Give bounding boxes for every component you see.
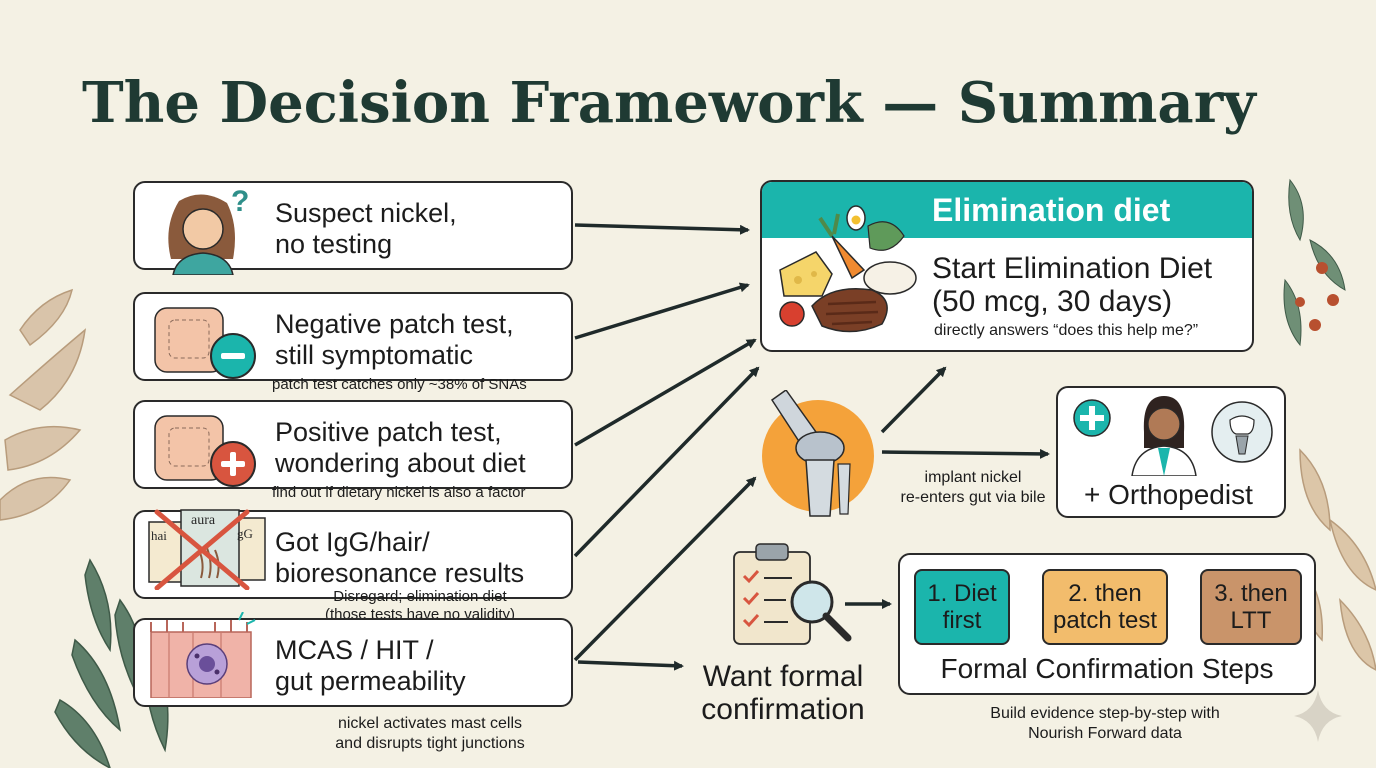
formal-confirmation-label: Want formal confirmation: [690, 660, 876, 726]
gut-cells-icon: [150, 612, 256, 698]
implant-note-line2: re-enters gut via bile: [900, 489, 1046, 506]
scenario-igg-results[interactable]: hai aura gG Got IgG/hair/ bioresonance r…: [133, 509, 573, 599]
elimination-line1: Start Elimination Diet: [932, 252, 1213, 285]
arrow-implant-to-orthopedist: [881, 448, 1050, 459]
step-2-line2: patch test: [1052, 607, 1158, 634]
minus-patch-icon: [154, 307, 256, 379]
scenario-4-note-line1: Disregard; elimination diet: [333, 588, 507, 605]
step-3-line2: LTT: [1230, 607, 1272, 634]
elimination-title: Start Elimination Diet (50 mcg, 30 days): [932, 252, 1212, 318]
leaf-left-top: [0, 288, 87, 521]
step-diet-first[interactable]: 1. Diet first: [914, 569, 1010, 645]
formal-line1: Want formal: [702, 660, 864, 693]
scenario-2-line1: Negative patch test,: [275, 309, 514, 339]
arrow-mcas-to-formal: [577, 660, 684, 671]
igg-test-label: gG: [237, 526, 253, 541]
scenario-5-line1: MCAS / HIT /: [275, 635, 434, 665]
doctor-with-dental-implant-icon: [1073, 396, 1273, 476]
scenario-negative-patch[interactable]: Negative patch test, still symptomatic: [133, 292, 573, 381]
scenario-positive-patch[interactable]: Positive patch test, wondering about die…: [133, 400, 573, 489]
orthopedist-card[interactable]: + Orthopedist: [1056, 386, 1286, 518]
scenario-5-line2: gut permeability: [275, 666, 466, 696]
elimination-note: directly answers “does this help me?”: [934, 322, 1199, 339]
elimination-header-label: Elimination diet: [932, 192, 1171, 228]
step-2-line1: 2. then: [1068, 580, 1142, 607]
scenario-3-line1: Positive patch test,: [275, 417, 502, 447]
scenario-2-note: patch test catches only ~38% of SNAs: [272, 376, 527, 393]
hair-test-label: hai: [151, 528, 167, 543]
scenario-suspect-nickel[interactable]: ? Suspect nickel, no testing: [133, 181, 573, 275]
scenario-mcas[interactable]: MCAS / HIT / gut permeability: [133, 612, 573, 707]
confused-woman-icon: ?: [168, 189, 249, 275]
step-1-line1: 1. Diet: [927, 580, 997, 607]
healthy-food-icon: [779, 205, 917, 333]
implant-note: implant nickel re-enters gut via bile: [896, 468, 1050, 508]
arrow-implant-to-elimination: [880, 366, 947, 434]
leaf-right-top: [1283, 178, 1346, 347]
formal-confirmation-steps-card[interactable]: 1. Diet first 2. then patch test 3. then…: [898, 553, 1316, 695]
aura-test-label: aura: [191, 513, 216, 528]
step-patch-test[interactable]: 2. then patch test: [1042, 569, 1168, 645]
scenario-2-line2: still symptomatic: [275, 340, 474, 370]
steps-note: Build evidence step-by-step with Nourish…: [930, 704, 1280, 744]
formal-line2: confirmation: [701, 693, 865, 726]
scenario-5-note-line1: nickel activates mast cells: [337, 715, 523, 732]
step-ltt[interactable]: 3. then LTT: [1200, 569, 1302, 645]
plus-patch-icon: [154, 415, 256, 487]
scenario-5-note: nickel activates mast cells and disrupts…: [310, 714, 550, 754]
scenario-1-line2: no testing: [275, 229, 393, 259]
scenario-1-line1: Suspect nickel,: [275, 198, 457, 228]
elimination-line2: (50 mcg, 30 days): [932, 285, 1173, 318]
implant-note-line1: implant nickel: [924, 469, 1022, 486]
arrow-suspect-to-elimination: [574, 223, 750, 235]
svg-text:?: ?: [231, 189, 249, 218]
sparkle-icon: [1294, 690, 1342, 742]
orthopedist-label: + Orthopedist: [1084, 479, 1253, 510]
page-title: The Decision Framework — Summary: [82, 70, 1256, 136]
step-1-line2: first: [942, 607, 982, 634]
clipboard-magnifier-icon: [733, 543, 852, 645]
elimination-diet-card[interactable]: Elimination diet Start Elimination Diet …: [760, 180, 1254, 352]
crossed-out-tests-icon: hai aura gG: [148, 509, 266, 590]
arrow-negative-to-elimination: [574, 282, 750, 340]
step-3-line1: 3. then: [1214, 580, 1288, 607]
scenario-4-line1: Got IgG/hair/: [275, 527, 430, 557]
arrow-igg-to-elimination: [573, 366, 760, 558]
knee-implant-icon: [762, 390, 874, 517]
steps-note-line2: Nourish Forward data: [1028, 725, 1182, 742]
steps-caption: Formal Confirmation Steps: [940, 653, 1274, 684]
arrow-positive-to-elimination: [574, 338, 757, 447]
steps-note-line1: Build evidence step-by-step with: [990, 705, 1220, 722]
arrow-mcas-to-implant: [573, 476, 757, 662]
scenario-4-line2: bioresonance results: [275, 558, 525, 588]
scenario-3-line2: wondering about diet: [275, 448, 526, 478]
scenario-5-note-line2: and disrupts tight junctions: [335, 735, 525, 752]
scenario-3-note: find out if dietary nickel is also a fac…: [272, 484, 526, 501]
elimination-header: Elimination diet: [762, 182, 1252, 238]
